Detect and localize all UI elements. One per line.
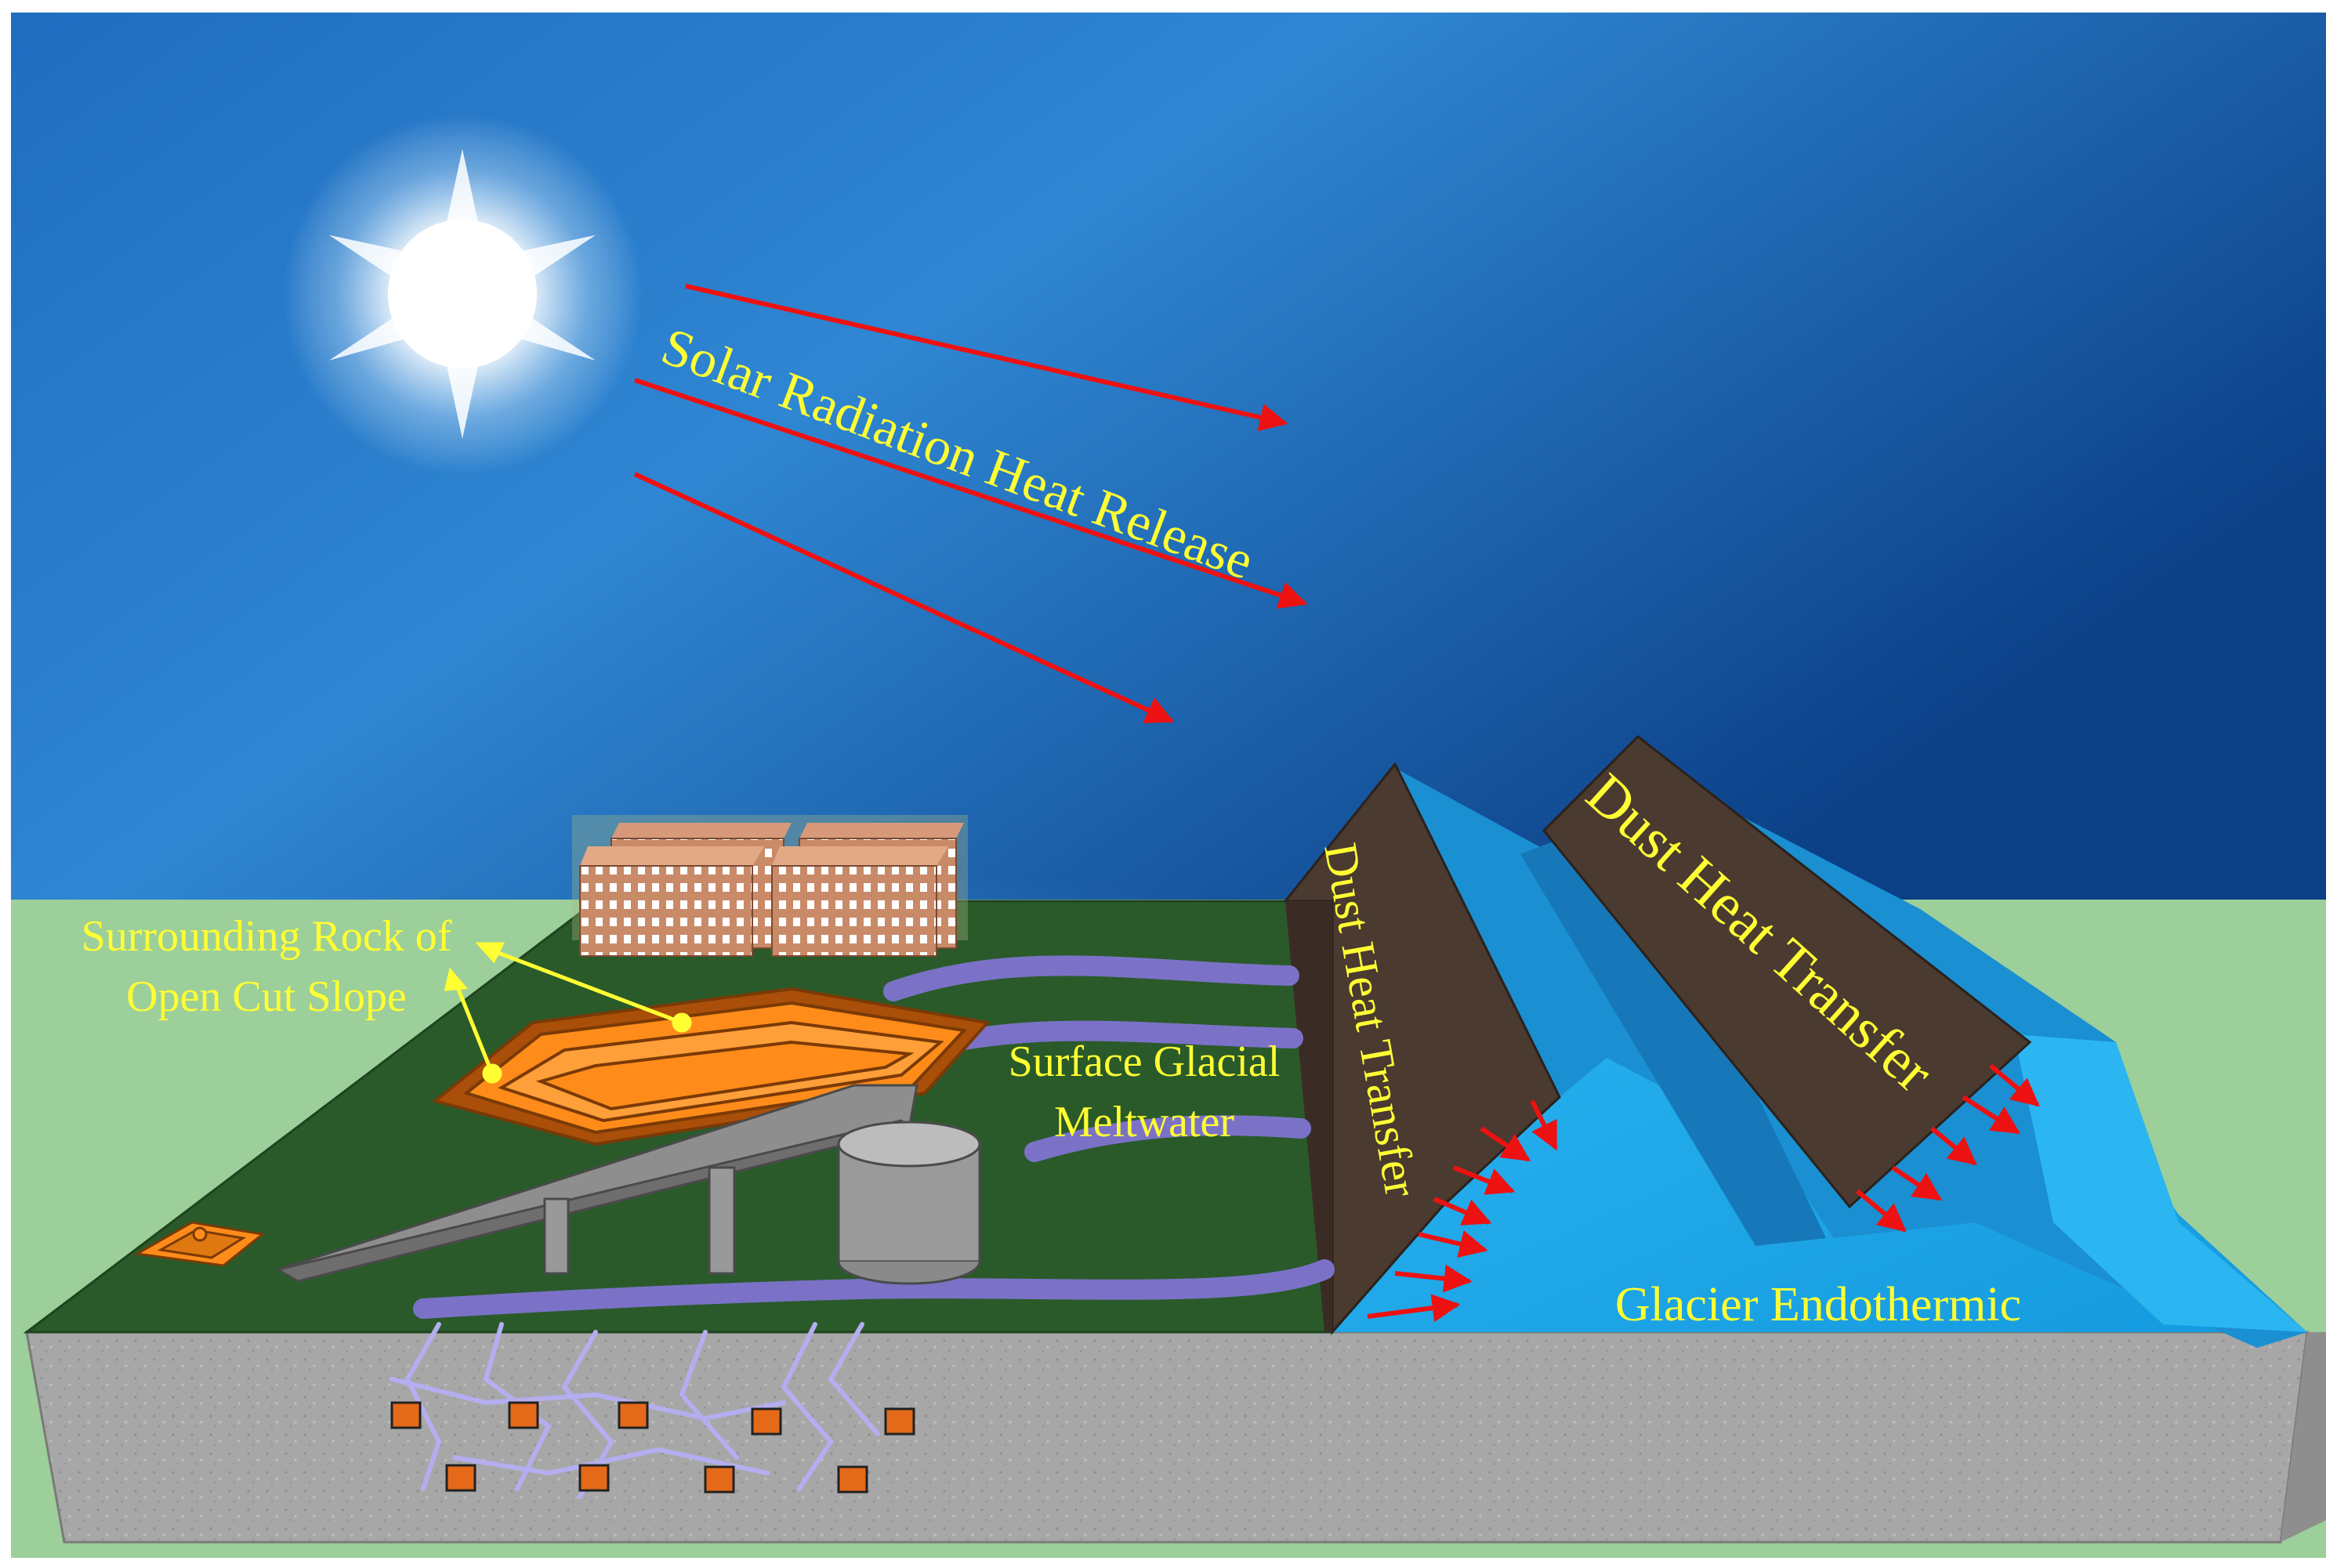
sun-icon xyxy=(282,114,643,474)
mine-model-icon xyxy=(133,1221,266,1267)
soil-block xyxy=(25,1331,2309,1544)
glacier-ridge-right-face xyxy=(2014,1034,2307,1332)
dust-ridge-left-face xyxy=(1285,901,1332,1332)
rock-pointer xyxy=(444,942,692,1084)
glacier-endothermic-label: Glacier Endothermic xyxy=(1615,1278,2021,1331)
solar-arrows xyxy=(633,284,1308,723)
meltwater-label-line2: Meltwater xyxy=(1054,1098,1234,1146)
dust-arrows-left xyxy=(1367,1099,1558,1323)
surrounding-rock-label-line2: Open Cut Slope xyxy=(126,972,407,1021)
building-icon xyxy=(572,815,968,957)
open-cut-pit xyxy=(431,987,991,1146)
surrounding-rock-label-line1: Surrounding Rock of xyxy=(82,912,452,961)
underground-blocks xyxy=(390,1401,915,1494)
dust-ridge-right xyxy=(1542,735,2032,1209)
soil-block-side xyxy=(2281,1332,2326,1542)
glacier-ridge-shadow xyxy=(1520,815,1826,1246)
meltwater-label-line1: Surface Glacial xyxy=(1009,1037,1281,1086)
storage-tank-icon xyxy=(837,1121,981,1285)
dust-arrows-right xyxy=(1856,1063,2040,1233)
conveyor-icon xyxy=(275,1084,918,1283)
